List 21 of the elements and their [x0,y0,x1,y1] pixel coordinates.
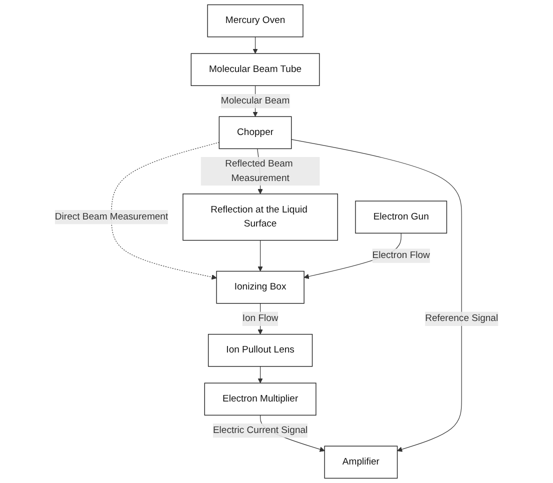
arrow [252,36,258,54]
edge-label: Ion Flow [242,313,278,324]
arrow [111,142,220,280]
edge-label: Reflected Beam Measurement [225,158,293,184]
edge-label: Direct Beam Measurement [54,212,168,222]
node-box: Molecular Beam Tube [190,53,320,86]
arrow [291,139,462,452]
node-box: Amplifier [324,446,398,479]
node-box: Electron Multiplier [204,382,316,416]
node-box: Ion Pullout Lens [208,334,313,367]
edge-label: Molecular Beam [220,96,290,106]
edge-label: Reference Signal [425,313,498,324]
arrow [258,240,263,272]
node-box: Reflection at the Liquid Surface [182,194,338,241]
edge-label: Electron Flow [372,250,430,261]
node-box: Mercury Oven [207,4,304,38]
edge-label: Electric Current Signal [212,425,308,436]
arrow [258,366,263,384]
node-box: Chopper [218,116,292,150]
node-box: Electron Gun [355,200,448,234]
node-box: Ionizing Box [216,270,304,304]
